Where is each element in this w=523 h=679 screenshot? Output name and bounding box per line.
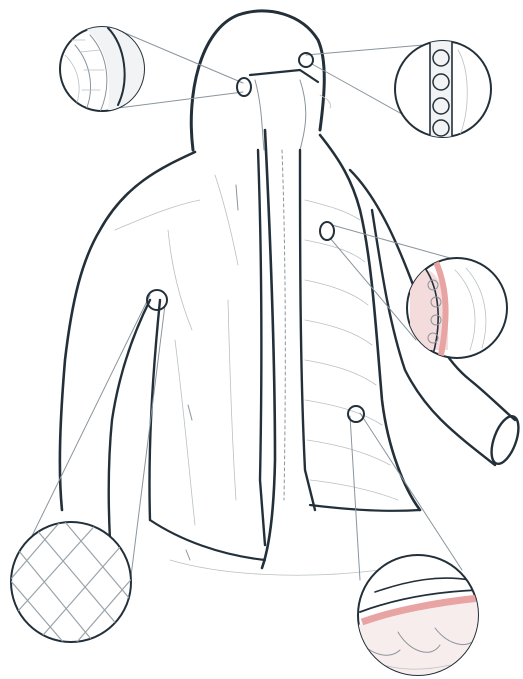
detail-hood-collar — [60, 25, 145, 112]
callout-leaders — [30, 30, 462, 600]
detail-zipper-teeth — [395, 38, 491, 140]
callout-origin-markers — [147, 53, 364, 422]
detail-hem-insulation — [358, 555, 480, 679]
detail-sleeve-quilting — [10, 520, 135, 650]
detail-inner-lining — [407, 258, 507, 360]
